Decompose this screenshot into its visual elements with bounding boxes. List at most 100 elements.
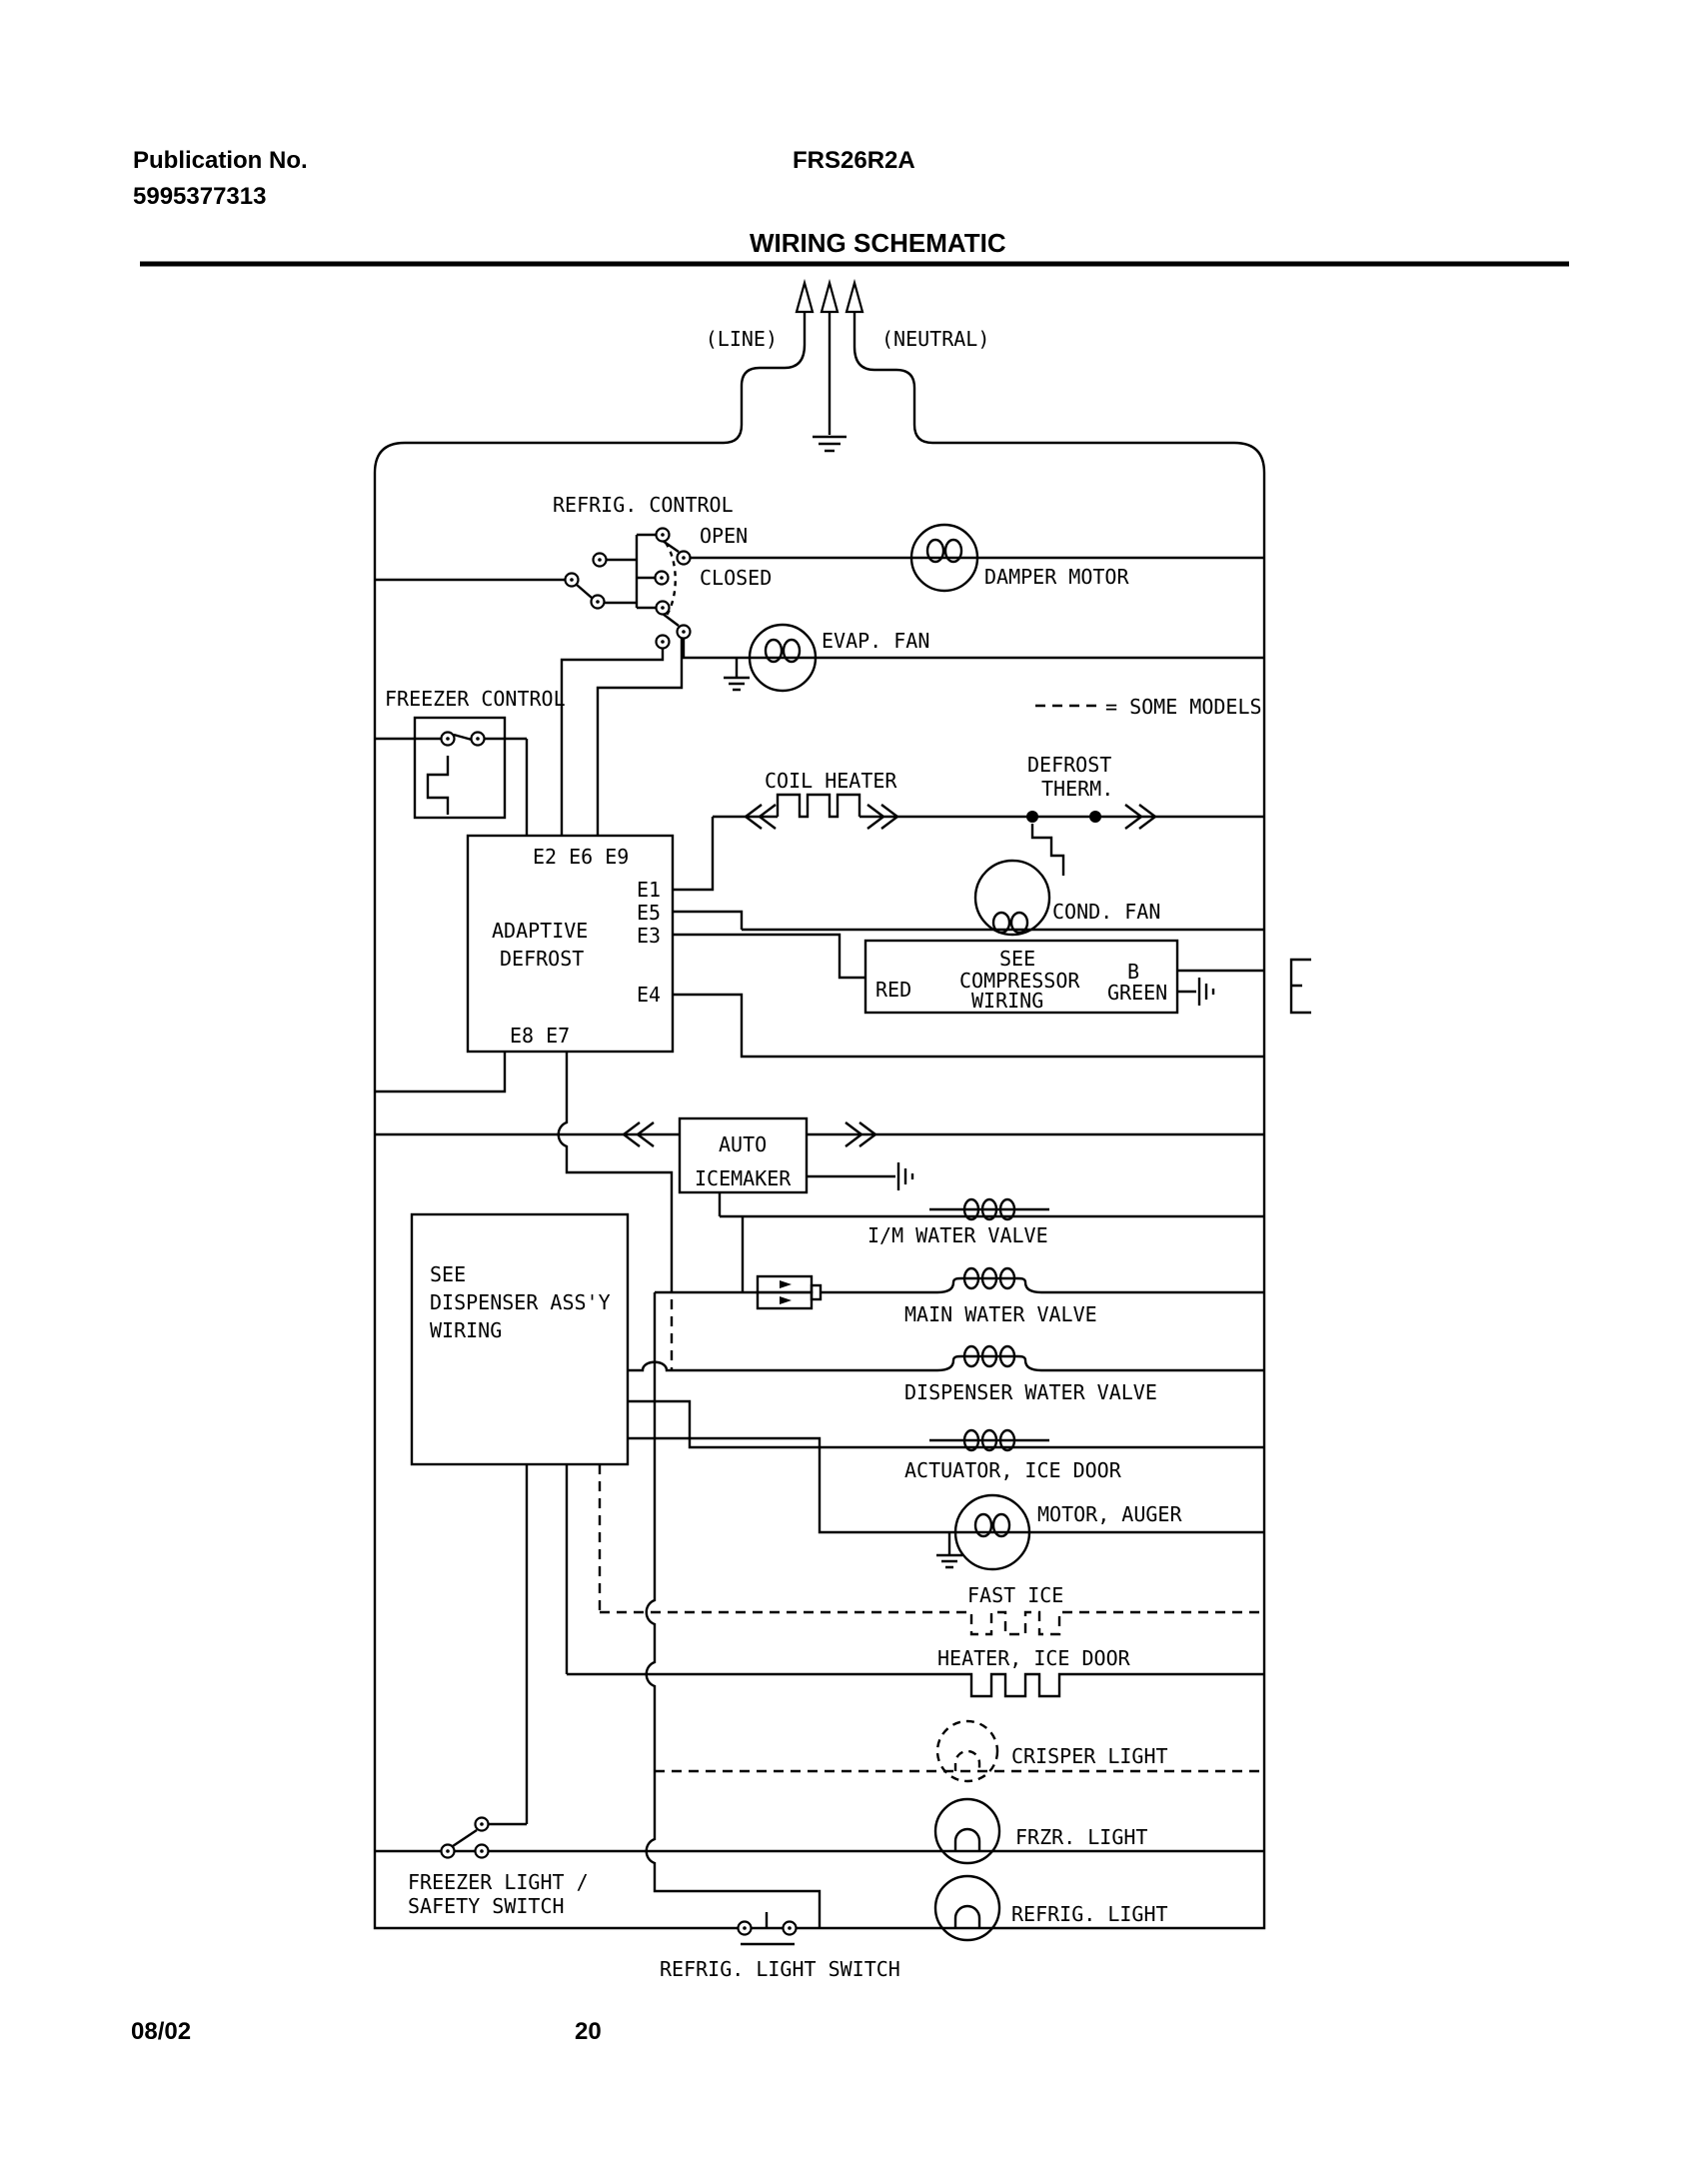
im-valve-label: I/M WATER VALVE [867, 1223, 1048, 1247]
b-wire-label: B [1127, 960, 1139, 984]
safety-switch-wire [489, 1464, 529, 1826]
auger-label: MOTOR, AUGER [1037, 1502, 1182, 1526]
model-number: FRS26R2A [793, 147, 915, 174]
evap-row [682, 639, 1264, 660]
ground-symbol-icemaker [807, 1162, 914, 1190]
crisper-light-icon [935, 1719, 999, 1783]
compressor-label-2: COMPRESSOR [959, 969, 1080, 993]
damper-motor-icon [909, 523, 979, 593]
wire-e4 [673, 993, 1264, 1059]
frzr-light-label: FRZR. LIGHT [1015, 1825, 1147, 1849]
refrig-light-icon [933, 1874, 1001, 1942]
actuator-label: ACTUATOR, ICE DOOR [904, 1458, 1122, 1482]
lights-circuit: CRISPER LIGHT FRZR. LIGHT FREEZER LIGHT … [375, 1464, 1264, 1981]
switch-blade [453, 733, 473, 742]
pins-top-label: E2 E6 E9 [533, 845, 629, 869]
compressor-label-3: WIRING [971, 989, 1043, 1013]
neutral-label: (NEUTRAL) [881, 327, 989, 351]
freezer-control-box [413, 716, 507, 820]
pin-e5-label: E5 [637, 901, 661, 925]
page-footer: 08/02 20 [131, 2018, 602, 2045]
defrost-therm-icon [1030, 824, 1065, 876]
adaptive-defrost: E2 E6 E9 E1 E5 E3 E4 E8 E7 ADAPTIVE DEFR… [375, 639, 1264, 1292]
icemaker-box [678, 1116, 809, 1194]
fast-ice-row [600, 1610, 1264, 1636]
crisper-light-label: CRISPER LIGHT [1011, 1744, 1168, 1768]
wire-e7 [557, 1052, 674, 1292]
safety-switch-blade [452, 1829, 478, 1847]
fast-ice-label: FAST ICE [967, 1583, 1063, 1607]
dispenser-valve-label: DISPENSER WATER VALVE [904, 1380, 1157, 1404]
footer-page-number: 20 [575, 2018, 602, 2045]
wire-e5 [673, 910, 744, 930]
connector-right-icon [866, 804, 899, 830]
wire-e3 [673, 933, 865, 980]
refrig-light-label: REFRIG. LIGHT [1011, 1902, 1168, 1926]
green-wire-label: GREEN [1107, 981, 1167, 1005]
closed-label: CLOSED [700, 566, 772, 590]
line-label: (LINE) [706, 327, 778, 351]
edge-connector-bracket [1289, 958, 1311, 1015]
switch-blade [576, 584, 593, 599]
ice-door-heater-row [567, 1672, 1264, 1698]
wire-e1 [673, 817, 715, 892]
distribution-wire [645, 1292, 822, 1928]
safety-switch-label-2: SAFETY SWITCH [408, 1894, 565, 1918]
adaptive-label-1: ADAPTIVE [492, 919, 588, 943]
ground-symbol-green [1177, 978, 1215, 1006]
freezer-control: FREEZER CONTROL [375, 687, 566, 836]
wire-e2 [485, 737, 529, 836]
dispenser-box [410, 1212, 630, 1466]
cond-fan-label: COND. FAN [1052, 900, 1160, 924]
safety-switch-label-1: FREEZER LIGHT / [408, 1870, 589, 1894]
frzr-light-icon [933, 1797, 1001, 1865]
connector-icon [1124, 804, 1157, 830]
coil-heater-icon [776, 793, 861, 819]
compressor: SEE COMPRESSOR WIRING RED B GREEN [863, 939, 1311, 1015]
refrig-light-switch-label: REFRIG. LIGHT SWITCH [660, 1957, 900, 1981]
open-label: OPEN [700, 524, 748, 548]
red-wire-label: RED [875, 978, 911, 1002]
main-valve-label: MAIN WATER VALVE [904, 1302, 1097, 1326]
auger-row [628, 1436, 1264, 1534]
evap-fan-label: EVAP. FAN [822, 629, 929, 653]
connector-left-icon [744, 804, 777, 830]
main-valve-coil-icon [936, 1276, 1042, 1294]
refrig-control-label: REFRIG. CONTROL [553, 493, 734, 517]
dispenser-valve-coil-icon [936, 1354, 1042, 1372]
icemaker-label-2: ICEMAKER [695, 1166, 792, 1190]
refrig-light-switch-icon [741, 1912, 795, 1946]
ground-symbol-supply [813, 435, 847, 453]
valve-rows: I/M WATER VALVE MAIN WATER VALVE DISPENS… [628, 1197, 1264, 1928]
cond-fan-icon [973, 859, 1051, 937]
footer-date: 08/02 [131, 2018, 191, 2045]
connector-right-icon [845, 1121, 877, 1147]
damper-motor-label: DAMPER MOTOR [984, 565, 1129, 589]
defrost-therm-label-2: THERM. [1041, 777, 1113, 801]
pin-e1-label: E1 [637, 878, 661, 902]
pins-bottom-label: E8 E7 [510, 1024, 570, 1048]
dispenser-assy: SEE DISPENSER ASS'Y WIRING [410, 1212, 630, 1674]
dispenser-box-label-3: WIRING [430, 1318, 502, 1342]
neutral-arrow-icon [845, 278, 864, 314]
therm-contact [1089, 811, 1101, 823]
pin-e3-label: E3 [637, 924, 661, 948]
wire-e9 [596, 639, 684, 836]
cond-fan-circuit: COND. FAN [742, 859, 1264, 937]
icemaker-label-1: AUTO [719, 1132, 767, 1156]
dispenser-valve-row [628, 1360, 937, 1372]
evap-fan-icon [748, 623, 818, 693]
defrost-therm-label-1: DEFROST [1027, 753, 1111, 777]
adaptive-defrost-box [466, 834, 675, 1054]
main-border [373, 312, 1266, 1930]
some-models-label: = SOME MODELS [1105, 695, 1262, 719]
wire-e6 [560, 649, 665, 836]
switch-blade [662, 613, 680, 627]
thermostat-element [426, 756, 450, 815]
page-header: Publication No. 5995377313 FRS26R2A WIRI… [133, 147, 1569, 267]
refrig-control-circuit: REFRIG. CONTROL OPEN CLOSED DAMPER MOTOR… [375, 493, 1264, 693]
page-title: WIRING SCHEMATIC [750, 228, 1006, 258]
line-arrow-icon [795, 278, 815, 314]
publication-label: Publication No. [133, 147, 308, 174]
